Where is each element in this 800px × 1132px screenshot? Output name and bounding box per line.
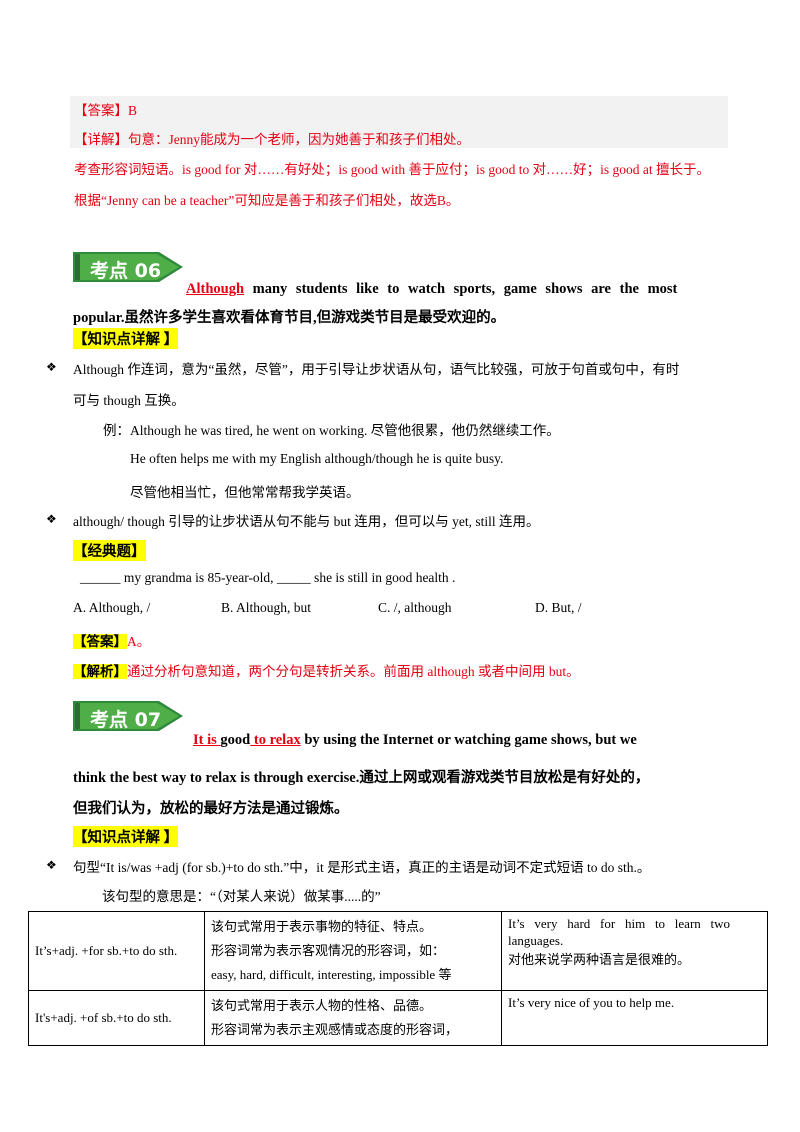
sentence-rest-07: by using the Internet or watching game s… <box>300 732 637 748</box>
bullet-icon: ❖ <box>46 360 57 374</box>
point-06-badge <box>73 252 183 282</box>
detail-line-4: 根据“Jenny can be a teacher”可知应是善于和孩子们相处，故… <box>74 193 460 208</box>
example1: Although he was tired, he went on workin… <box>130 423 560 438</box>
example-line: languages. <box>508 933 564 948</box>
usage-line: 该句式常用于表示人物的性格、品德。 <box>211 998 433 1013</box>
example2-cn: 尽管他相当忙，但他常常帮我学英语。 <box>130 485 360 500</box>
answer-label-06: 【答案】 <box>73 634 127 649</box>
answer-line: 【答案】B <box>74 99 137 119</box>
usage-cell: 该句式常用于表示人物的性格、品德。 形容词常为表示主观感情或态度的形容词， <box>204 990 502 1046</box>
point-06-sentence-line1: Although many students like to watch spo… <box>186 281 728 298</box>
answer-value-06: A。 <box>127 634 151 649</box>
table-row: It's+adj. +of sb.+to do sth. 该句式常用于表示人物的… <box>28 990 768 1046</box>
answer-value: B <box>128 103 138 118</box>
bullet1-line1: Although 作连词，意为“虽然，尽管”，用于引导让步状语从句，语气比较强，… <box>73 362 680 377</box>
example-label: 例： <box>103 423 130 438</box>
bullet-icon: ❖ <box>46 512 57 526</box>
table-row: It’s+adj. +for sb.+to do sth. 该句式常用于表示事物… <box>28 911 768 991</box>
bullet2-line: although/ though 引导的让步状语从句不能与 but 连用，但可以… <box>73 514 540 529</box>
point-07-badge <box>73 701 183 731</box>
analysis-line-06: 【解析】通过分析句意知道，两个分句是转折关系。前面用 although 或者中间… <box>73 660 580 680</box>
option-d: D. But, / <box>535 600 582 615</box>
usage-line: 该句式常用于表示事物的特征、特点。 <box>211 919 433 934</box>
phrase-good: good <box>220 732 251 748</box>
option-b: B. Although, but <box>221 600 312 615</box>
analysis-label-06: 【解析】 <box>73 664 127 679</box>
point-06-badge-label: 考点 06 <box>90 260 162 282</box>
pattern-bullet: 句型“It is/was +adj (for sb.)+to do sth.”中… <box>73 860 651 875</box>
option-c: C. /, although <box>378 600 452 615</box>
phrase-it-is: It is <box>193 732 221 748</box>
detail-line: 【详解】句意：Jenny能成为一个老师，因为她善于和孩子们相处。 <box>74 128 470 148</box>
usage-line: 形容词常为表示客观情况的形容词，如： <box>211 943 446 958</box>
answer-shade-box <box>70 96 728 148</box>
detail-text: 句意：Jenny能成为一个老师，因为她善于和孩子们相处。 <box>128 132 470 147</box>
detail-line-3: 考查形容词短语。is good for 对……有好处；is good with … <box>74 162 711 177</box>
detail-label: 【详解】 <box>74 132 128 147</box>
usage-cell: 该句式常用于表示事物的特征、特点。 形容词常为表示客观情况的形容词，如： eas… <box>204 911 502 991</box>
keyword-although: Although <box>186 281 245 297</box>
bullet-icon: ❖ <box>46 858 57 872</box>
example-cell: It’s very nice of you to help me. <box>501 990 768 1046</box>
pattern-cell: It's+adj. +of sb.+to do sth. <box>28 990 205 1046</box>
answer-line-06: 【答案】A。 <box>73 630 150 650</box>
knowledge-label-07: 【知识点详解 】 <box>73 826 179 847</box>
usage-line: easy, hard, difficult, interesting, impo… <box>211 967 452 982</box>
point-07-sentence-line1: It is good to relax by using the Interne… <box>193 732 637 749</box>
usage-line: 形容词常为表示主观感情或态度的形容词， <box>211 1022 459 1037</box>
example-line: 对他来说学两种语言是很难的。 <box>508 952 691 967</box>
example2-line: He often helps me with my English althou… <box>130 451 504 466</box>
bullet1-line2: 可与 though 互换。 <box>73 393 185 408</box>
point-07-badge-label: 考点 07 <box>90 709 162 731</box>
analysis-text-06: 通过分析句意知道，两个分句是转折关系。前面用 although 或者中间用 bu… <box>127 664 580 679</box>
phrase-to-relax: to relax <box>250 732 301 748</box>
classic-question-label: 【经典题】 <box>73 540 146 561</box>
option-a: A. Although, / <box>73 600 151 615</box>
example-cell: It’s very hard for him to learn two lang… <box>501 911 768 991</box>
question-line: ______ my grandma is 85-year-old, _____ … <box>80 570 456 585</box>
example-line: It’s very hard for him to learn two <box>508 916 731 931</box>
pattern-table: It’s+adj. +for sb.+to do sth. 该句式常用于表示事物… <box>28 911 768 1046</box>
example1-line: 例：Although he was tired, he went on work… <box>103 419 560 439</box>
answer-label: 【答案】 <box>74 103 128 118</box>
point-06-sentence-line2: popular.虽然许多学生喜欢看体育节目,但游戏类节目是最受欢迎的。 <box>73 310 506 326</box>
pattern-cell: It’s+adj. +for sb.+to do sth. <box>28 911 205 991</box>
point-07-sentence-line2: think the best way to relax is through e… <box>73 770 650 786</box>
pattern-meaning: 该句型的意思是：“（对某人来说）做某事.....的” <box>102 889 381 904</box>
knowledge-label-06: 【知识点详解 】 <box>73 328 179 349</box>
sentence-rest: many students like to watch sports, game… <box>244 281 678 297</box>
example-line: It’s very nice of you to help me. <box>508 995 675 1010</box>
point-07-sentence-line3: 但我们认为，放松的最好方法是通过锻炼。 <box>73 801 349 817</box>
